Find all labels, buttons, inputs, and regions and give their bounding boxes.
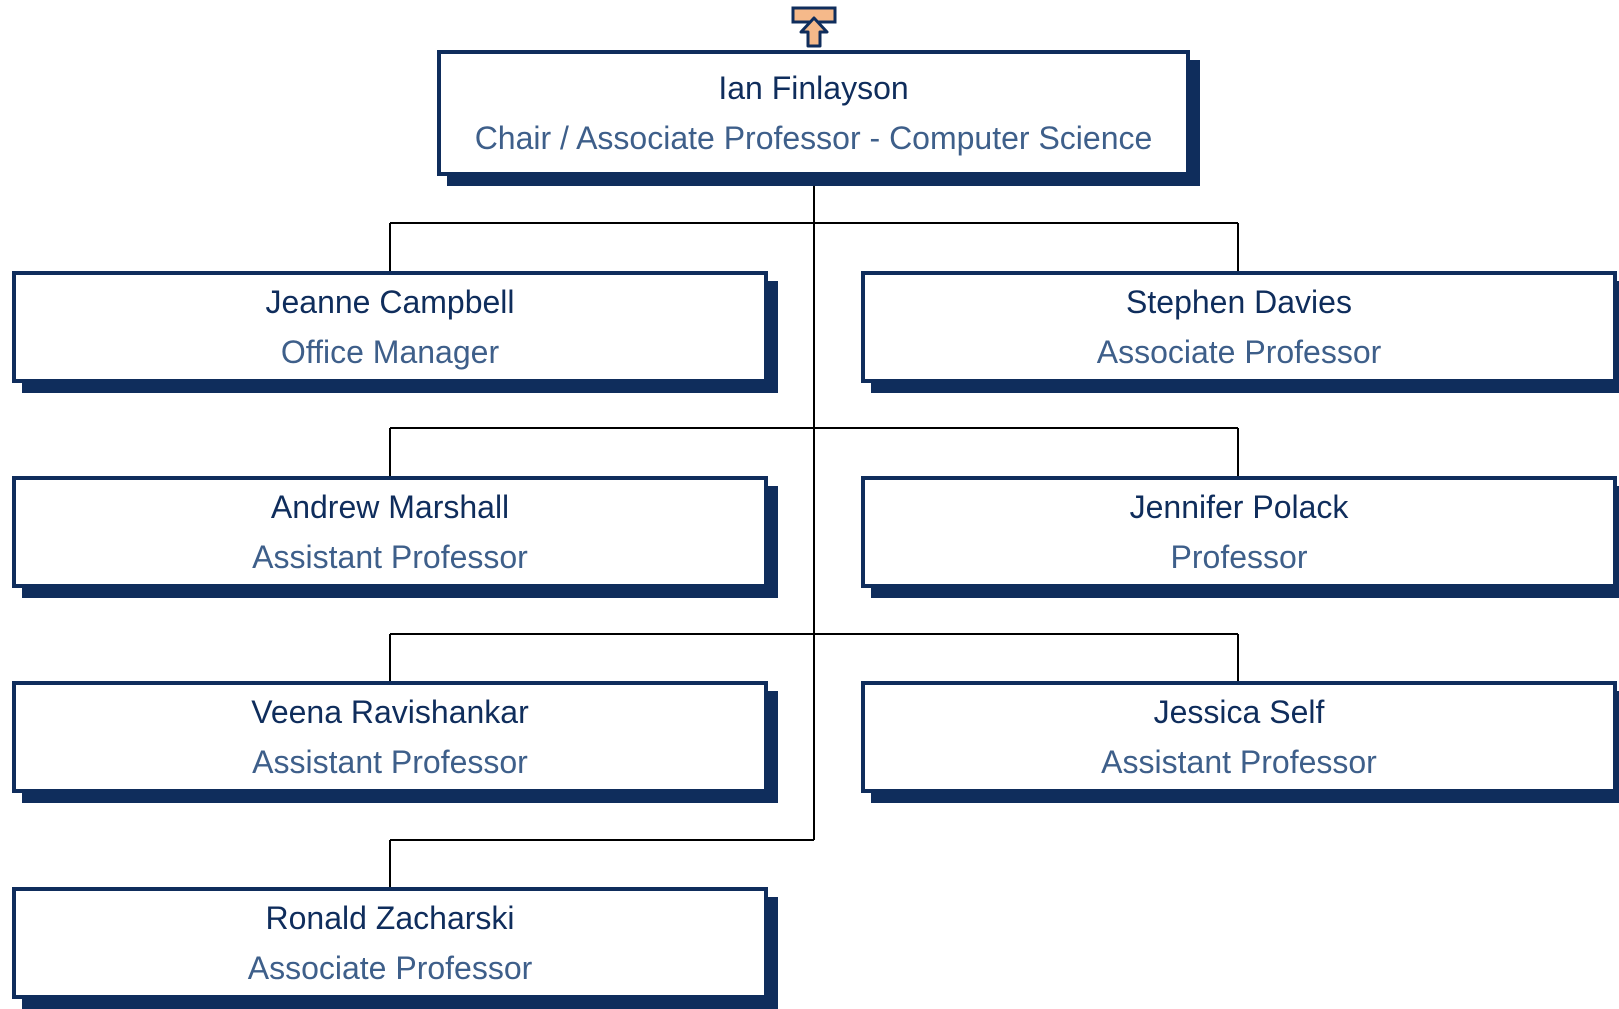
arrow-up-icon[interactable] — [791, 6, 837, 48]
node-name: Stephen Davies — [1126, 284, 1352, 320]
node-box[interactable]: Ronald Zacharski Associate Professor — [12, 887, 768, 999]
org-node-andrew-marshall[interactable]: Andrew Marshall Assistant Professor — [12, 476, 778, 598]
node-box[interactable]: Jessica Self Assistant Professor — [861, 681, 1617, 793]
node-title: Chair / Associate Professor - Computer S… — [474, 120, 1153, 156]
node-name: Andrew Marshall — [270, 489, 510, 525]
node-title: Assistant Professor — [252, 539, 528, 575]
org-node-jennifer-polack[interactable]: Jennifer Polack Professor — [861, 476, 1619, 598]
org-node-ronald-zacharski[interactable]: Ronald Zacharski Associate Professor — [12, 887, 778, 1009]
org-node-jessica-self[interactable]: Jessica Self Assistant Professor — [861, 681, 1619, 803]
org-node-root[interactable]: Ian Finlayson Chair / Associate Professo… — [437, 50, 1200, 186]
node-name: Jessica Self — [1153, 694, 1325, 730]
node-title: Associate Professor — [1096, 334, 1382, 370]
org-node-jeanne-campbell[interactable]: Jeanne Campbell Office Manager — [12, 271, 778, 393]
node-name: Jeanne Campbell — [265, 284, 515, 320]
node-box[interactable]: Ian Finlayson Chair / Associate Professo… — [437, 50, 1190, 176]
org-node-veena-ravishankar[interactable]: Veena Ravishankar Assistant Professor — [12, 681, 778, 803]
node-box[interactable]: Andrew Marshall Assistant Professor — [12, 476, 768, 588]
node-name: Ian Finlayson — [718, 70, 909, 106]
node-box[interactable]: Stephen Davies Associate Professor — [861, 271, 1617, 383]
node-title: Professor — [1170, 539, 1308, 575]
node-name: Jennifer Polack — [1129, 489, 1349, 525]
org-node-stephen-davies[interactable]: Stephen Davies Associate Professor — [861, 271, 1619, 393]
node-title: Office Manager — [280, 334, 500, 370]
node-title: Associate Professor — [247, 950, 533, 986]
node-title: Assistant Professor — [1101, 744, 1377, 780]
node-box[interactable]: Veena Ravishankar Assistant Professor — [12, 681, 768, 793]
node-name: Veena Ravishankar — [251, 694, 529, 730]
node-box[interactable]: Jennifer Polack Professor — [861, 476, 1617, 588]
node-name: Ronald Zacharski — [265, 900, 515, 936]
node-box[interactable]: Jeanne Campbell Office Manager — [12, 271, 768, 383]
node-title: Assistant Professor — [252, 744, 528, 780]
